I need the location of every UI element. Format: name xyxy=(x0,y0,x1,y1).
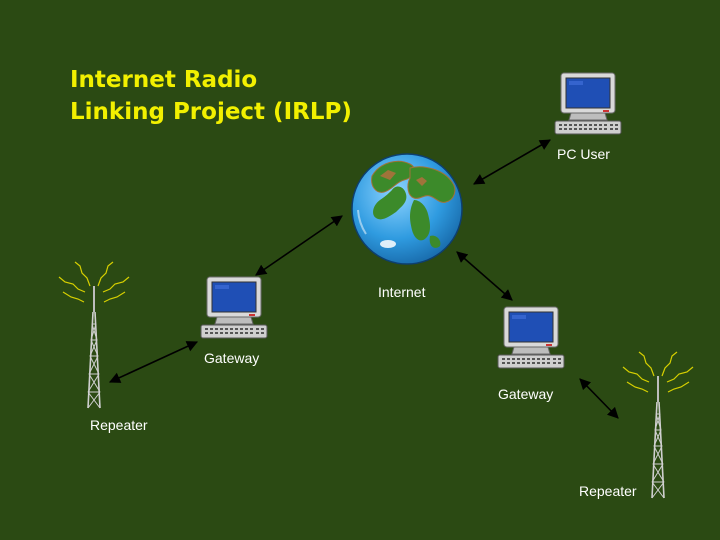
title-line-2: Linking Project (IRLP) xyxy=(70,99,352,125)
repeater-label-right: Repeater xyxy=(579,483,637,499)
internet-globe-icon xyxy=(351,153,463,265)
arrow-globe-to-pc-user xyxy=(473,139,551,185)
title-line-1: Internet Radio xyxy=(70,67,258,93)
repeater-tower-icon-left xyxy=(58,261,130,409)
arrow-gateway-right-to-repeater xyxy=(579,378,619,419)
arrow-gateway-left-to-globe xyxy=(255,215,343,276)
arrow-repeater-left-to-gateway xyxy=(108,341,199,383)
page-title: Internet Radio Linking Project (IRLP) xyxy=(70,64,352,128)
internet-label: Internet xyxy=(378,284,426,300)
gateway-computer-icon-left xyxy=(200,276,268,339)
repeater-tower-icon-right xyxy=(622,351,694,499)
pc-user-label: PC User xyxy=(557,146,610,162)
pc-user-computer-icon xyxy=(554,72,622,135)
gateway-computer-icon-right xyxy=(497,306,565,369)
repeater-label-left: Repeater xyxy=(90,417,148,433)
gateway-label-left: Gateway xyxy=(204,350,260,366)
gateway-label-right: Gateway xyxy=(498,386,554,402)
arrow-globe-to-gateway-right xyxy=(456,251,513,301)
